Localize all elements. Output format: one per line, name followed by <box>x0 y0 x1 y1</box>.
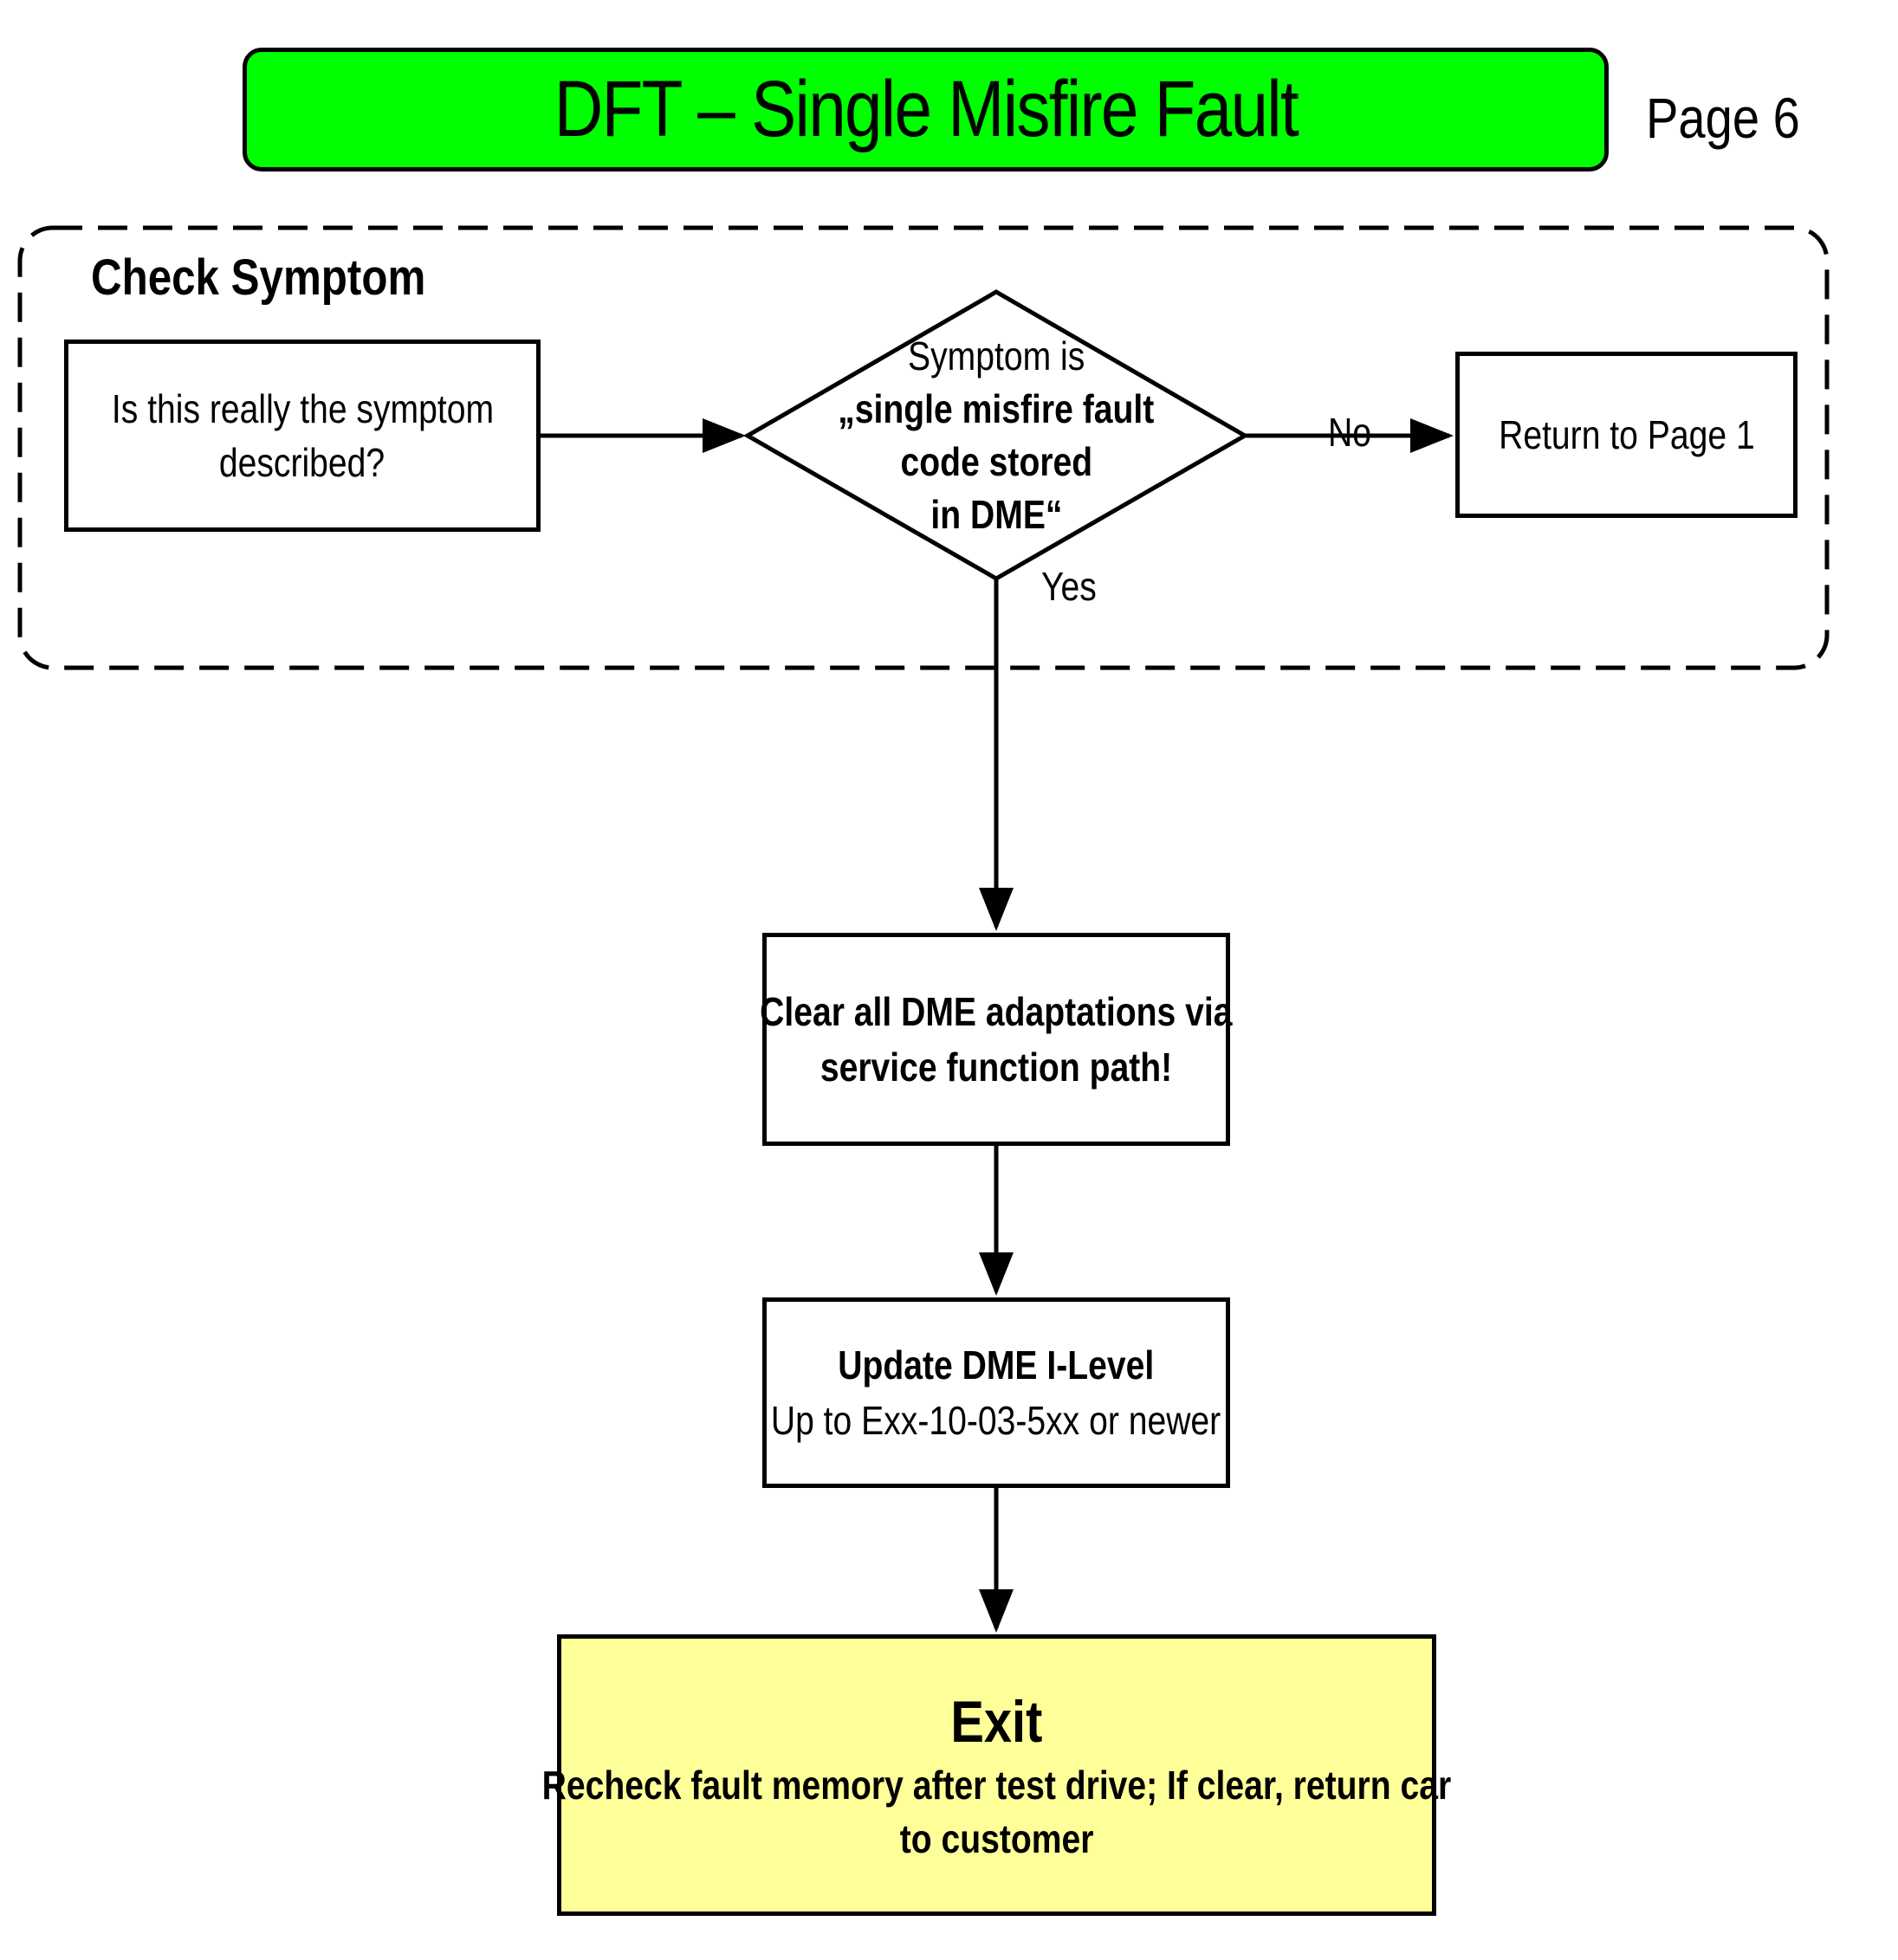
symptom-question-line-2: described? <box>219 440 385 485</box>
check-symptom-label: Check Symptom <box>91 249 426 306</box>
return-to-page-1-box: Return to Page 1 <box>1455 352 1798 518</box>
page-label: Page 6 <box>1646 86 1800 150</box>
title-bar: DFT – Single Misfire Fault <box>243 48 1609 171</box>
decision-line-4: in DME“ <box>930 492 1063 537</box>
symptom-question-box: Is this really the symptom described? <box>64 340 541 532</box>
exit-title: Exit <box>950 1688 1043 1755</box>
check-symptom-group-border <box>17 225 1830 670</box>
decision-line-1: Symptom is <box>907 333 1085 378</box>
decision-line-3: code stored <box>900 439 1092 484</box>
decision-text: Symptom is „single misfire fault code st… <box>832 327 1161 544</box>
update-line-1: Update DME I-Level <box>838 1342 1155 1388</box>
exit-line-2: to customer <box>899 1815 1094 1861</box>
update-line-2: Up to Exx-10-03-5xx or newer <box>771 1398 1221 1443</box>
exit-box: Exit Recheck fault memory after test dri… <box>542 1634 1451 1916</box>
clear-adaptations-box: Clear all DME adaptations via service fu… <box>760 933 1233 1146</box>
edge-label-no: No <box>1328 410 1371 455</box>
return-text: Return to Page 1 <box>1498 412 1755 457</box>
clear-line-2: service function path! <box>819 1045 1173 1090</box>
symptom-question-line-1: Is this really the symptom <box>111 386 494 431</box>
exit-line-1: Recheck fault memory after test drive; I… <box>541 1762 1452 1808</box>
clear-line-1: Clear all DME adaptations via <box>760 989 1233 1034</box>
diagram-title: DFT – Single Misfire Fault <box>554 65 1299 153</box>
update-i-level-box: Update DME I-Level Up to Exx-10-03-5xx o… <box>762 1297 1230 1488</box>
decision-line-2: „single misfire fault <box>838 386 1155 431</box>
edge-label-yes: Yes <box>1041 564 1097 609</box>
